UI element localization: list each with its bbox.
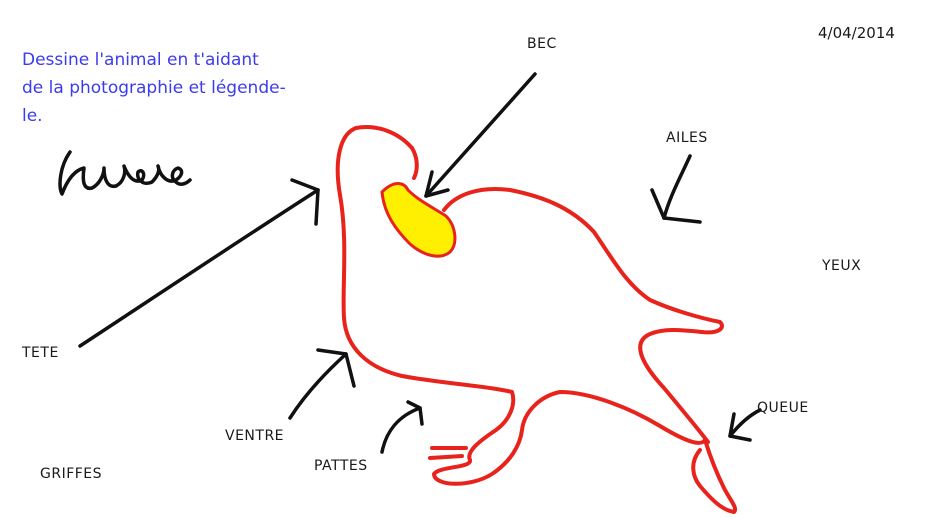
label-bec: BEC xyxy=(527,36,557,52)
instruction-text: Dessine l'animal en t'aidant de la photo… xyxy=(22,46,322,130)
instruction-line-1: Dessine l'animal en t'aidant xyxy=(22,46,322,74)
arrow-ventre xyxy=(290,350,354,418)
instruction-line-2: de la photographie et légende- xyxy=(22,74,322,102)
signature-handwriting xyxy=(60,152,190,194)
arrow-bec xyxy=(426,74,535,196)
bird-outline xyxy=(338,127,705,484)
label-queue: QUEUE xyxy=(757,400,809,416)
date-label: 4/04/2014 xyxy=(818,24,895,42)
beak-shape xyxy=(382,184,455,257)
bird-back-outline xyxy=(444,189,722,442)
arrow-ailes xyxy=(652,156,700,222)
label-griffes: GRIFFES xyxy=(40,466,102,482)
bird-head-top xyxy=(412,148,417,178)
arrow-queue xyxy=(730,410,760,440)
claw-marks xyxy=(430,448,466,458)
arrow-tete xyxy=(80,180,318,346)
label-tete: TETE xyxy=(22,345,59,361)
label-ventre: VENTRE xyxy=(225,428,284,444)
label-yeux: YEUX xyxy=(822,258,861,274)
label-ailes: AILES xyxy=(666,130,708,146)
label-pattes: PATTES xyxy=(314,458,368,474)
instruction-line-3: le. xyxy=(22,102,322,130)
bird-tail-outline xyxy=(693,440,735,512)
arrow-pattes xyxy=(382,402,422,452)
